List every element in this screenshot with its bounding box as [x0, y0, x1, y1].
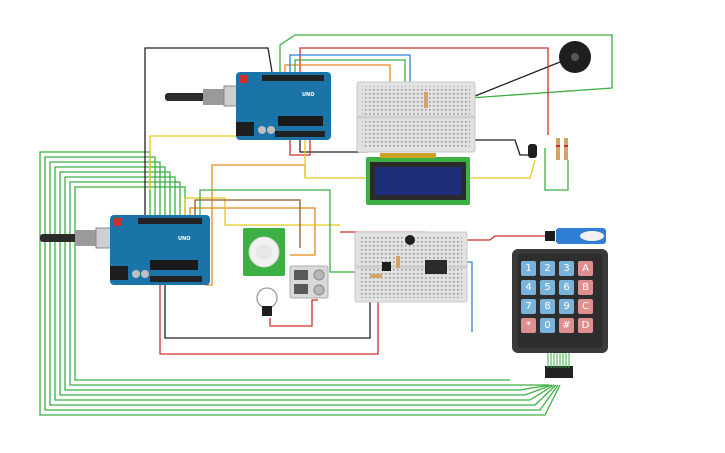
keypad-key-14[interactable] — [559, 318, 574, 333]
keypad-key-5[interactable] — [540, 280, 555, 295]
green-wire-bundle — [39, 151, 561, 416]
keypad-key-label: 5 — [544, 282, 550, 293]
keypad-key-label: C — [582, 301, 589, 312]
red-wire-bulb — [269, 299, 318, 327]
green-wire-sensor — [544, 148, 569, 191]
servo-motor — [545, 228, 606, 244]
arduino-bottom[interactable]: UNO — [40, 215, 210, 285]
yellow-wire-1 — [184, 197, 340, 226]
breadboard-bottom — [354, 231, 468, 303]
orange-wire-pir — [189, 207, 316, 256]
keypad-key-label: 2 — [544, 263, 550, 274]
green-wire-buzzer — [279, 34, 613, 99]
resistor-bottom — [370, 274, 382, 278]
keypad-key-label: 9 — [563, 301, 569, 312]
keypad-key-0[interactable] — [521, 261, 536, 276]
red-wire-top — [289, 140, 311, 156]
arduino-top[interactable]: UNO — [165, 72, 331, 140]
keypad-key-2[interactable] — [559, 261, 574, 276]
piezo-buzzer — [559, 41, 591, 73]
arduino-bottom-header-top — [138, 218, 202, 224]
red-wire-bottom — [159, 285, 379, 355]
keypad-key-10[interactable] — [559, 299, 574, 314]
relay-module — [289, 265, 329, 299]
keypad-key-label: B — [582, 282, 589, 293]
keypad[interactable]: 1 2 3 A 4 5 6 B 7 8 9 C * 0 # D — [512, 249, 608, 378]
keypad-key-13[interactable] — [540, 318, 555, 333]
lcd-screen — [375, 167, 461, 195]
usb-cable-bottom — [40, 234, 78, 242]
keypad-key-label: 3 — [563, 263, 569, 274]
arduino-top-power-jack — [236, 122, 254, 136]
green-wire-bb — [199, 189, 380, 273]
keypad-key-label: A — [582, 263, 589, 274]
arduino-bottom-reset-button[interactable] — [114, 218, 122, 226]
ic-chip — [425, 260, 447, 274]
keypad-key-label: 6 — [563, 282, 569, 293]
usb-plug-bottom — [75, 230, 97, 246]
keypad-key-1[interactable] — [540, 261, 555, 276]
keypad-keys[interactable]: 1 2 3 A 4 5 6 B 7 8 9 C * 0 # D — [521, 261, 593, 333]
black-wire-bottom — [164, 285, 371, 339]
keypad-key-label: 7 — [525, 301, 531, 312]
keypad-key-label: 8 — [544, 301, 550, 312]
lcd-display — [366, 153, 470, 205]
keypad-connector — [545, 366, 573, 378]
yellow-wire-2 — [149, 135, 536, 190]
keypad-ribbon-pins — [547, 353, 570, 368]
resistors-right — [556, 138, 568, 160]
arduino-top-reset-button[interactable] — [240, 75, 248, 83]
arduino-bottom-power-jack — [110, 266, 128, 280]
arduino-top-cap-2 — [267, 126, 275, 134]
keypad-key-label: # — [562, 320, 570, 331]
arduino-bottom-header-bottom — [150, 276, 202, 282]
arduino-bottom-cap-2 — [141, 270, 149, 278]
lcd-pins — [380, 153, 436, 158]
keypad-key-label: * — [526, 320, 531, 331]
arduino-bottom-cap-1 — [132, 270, 140, 278]
keypad-key-label: 1 — [525, 263, 531, 274]
resistor-top — [424, 92, 428, 108]
keypad-key-12[interactable] — [521, 318, 536, 333]
usb-cable-top — [165, 93, 205, 101]
black-wire-buzzer — [469, 61, 561, 99]
brown-wire — [194, 199, 301, 248]
light-bulb — [256, 287, 278, 316]
arduino-top-cap-1 — [258, 126, 266, 134]
arduino-top-brand: UNO — [302, 92, 315, 98]
keypad-key-9[interactable] — [540, 299, 555, 314]
keypad-key-label: D — [582, 320, 590, 331]
keypad-key-15[interactable] — [578, 318, 593, 333]
keypad-key-6[interactable] — [559, 280, 574, 295]
transistor-top — [528, 144, 537, 158]
pir-sensor — [243, 228, 285, 276]
usb-plug-top — [203, 89, 225, 105]
red-wire-servo — [465, 235, 545, 241]
arduino-top-header-top — [262, 75, 324, 81]
arduino-bottom-brand: UNO — [178, 236, 191, 242]
red-wire-top2 — [299, 47, 549, 135]
sensor-bottom — [405, 235, 415, 245]
keypad-key-3[interactable] — [578, 261, 593, 276]
arduino-top-header-bottom — [275, 131, 325, 137]
keypad-key-7[interactable] — [578, 280, 593, 295]
black-wire-lcd — [299, 140, 368, 153]
keypad-key-label: 4 — [525, 282, 531, 293]
breadboard-top — [356, 81, 476, 153]
resistor-bottom-2 — [396, 256, 400, 268]
black-wire-top — [144, 47, 273, 215]
black-wire-bb — [470, 139, 530, 156]
keypad-key-11[interactable] — [578, 299, 593, 314]
keypad-key-8[interactable] — [521, 299, 536, 314]
arduino-top-chip — [278, 116, 323, 126]
transistor-bottom — [382, 262, 391, 271]
keypad-key-label: 0 — [544, 320, 550, 331]
keypad-key-4[interactable] — [521, 280, 536, 295]
arduino-bottom-chip — [150, 260, 198, 270]
